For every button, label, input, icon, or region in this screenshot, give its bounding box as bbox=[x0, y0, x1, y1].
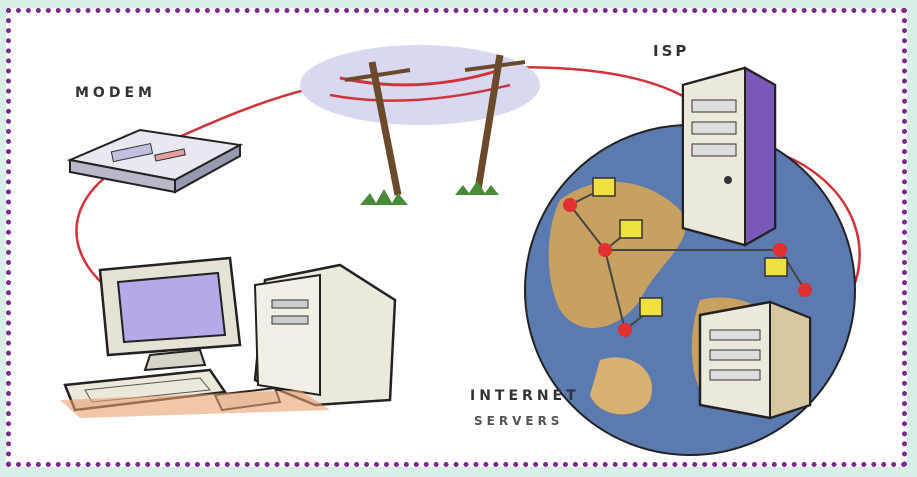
isp-server-icon bbox=[683, 68, 775, 245]
modem-label: MODEM bbox=[75, 85, 156, 101]
desktop-computer-icon bbox=[60, 258, 395, 418]
telephone-poles-icon bbox=[300, 45, 540, 205]
servers-label: SERVERS bbox=[474, 414, 563, 428]
modem-icon bbox=[70, 130, 240, 192]
isp-label: ISP bbox=[653, 42, 689, 60]
internet-label: INTERNET bbox=[470, 388, 580, 404]
internet-server-icon bbox=[700, 302, 810, 418]
